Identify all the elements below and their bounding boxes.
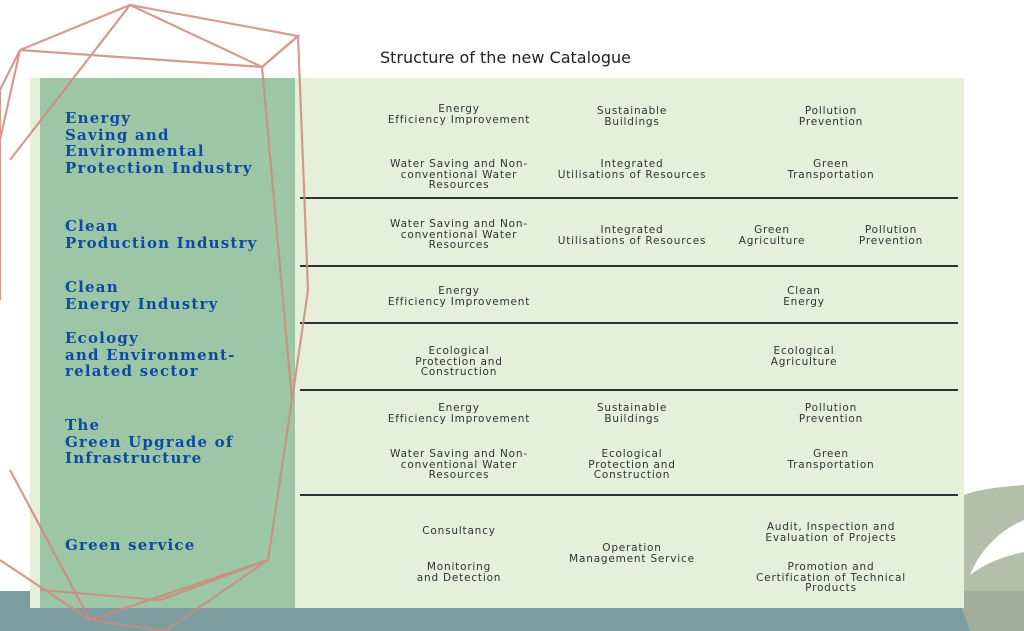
category-item: Integrated Utilisations of Resources bbox=[557, 158, 707, 181]
sector-clean-energy: Clean Energy Industry bbox=[65, 278, 219, 313]
sector-green-upgrade: The Green Upgrade of Infrastructure bbox=[65, 416, 234, 467]
category-item: Green Transportation bbox=[787, 448, 875, 471]
category-item: Ecological Agriculture bbox=[770, 345, 838, 368]
category-item: Clean Energy bbox=[783, 285, 825, 308]
category-item: Green Transportation bbox=[787, 158, 875, 181]
category-item: Ecological Protection and Construction bbox=[415, 345, 503, 379]
sector-ecology: Ecology and Environment- related sector bbox=[65, 329, 236, 380]
category-item: Pollution Prevention bbox=[858, 224, 924, 247]
row-divider bbox=[300, 389, 958, 391]
diagram-title: Structure of the new Catalogue bbox=[380, 48, 631, 67]
row-divider bbox=[300, 494, 958, 496]
category-item: Monitoring and Detection bbox=[416, 561, 502, 584]
category-item: Water Saving and Non- conventional Water… bbox=[390, 448, 528, 482]
category-item: Pollution Prevention bbox=[798, 105, 864, 128]
category-item: Energy Efficiency Improvement bbox=[387, 285, 531, 308]
category-item: Sustainable Buildings bbox=[596, 402, 668, 425]
category-item: Pollution Prevention bbox=[798, 402, 864, 425]
category-item: Water Saving and Non- conventional Water… bbox=[390, 158, 528, 192]
row-divider bbox=[300, 322, 958, 324]
category-item: Operation Management Service bbox=[569, 542, 695, 565]
category-item: Integrated Utilisations of Resources bbox=[557, 224, 707, 247]
category-item: Energy Efficiency Improvement bbox=[387, 402, 531, 425]
category-item: Promotion and Certification of Technical… bbox=[756, 561, 906, 595]
category-item: Water Saving and Non- conventional Water… bbox=[390, 218, 528, 252]
category-item: Consultancy bbox=[422, 525, 496, 537]
category-item: Ecological Protection and Construction bbox=[588, 448, 676, 482]
sector-green-service: Green service bbox=[65, 536, 196, 554]
category-item: Energy Efficiency Improvement bbox=[387, 103, 531, 126]
category-item: Audit, Inspection and Evaluation of Proj… bbox=[765, 521, 897, 544]
sector-energy-saving: Energy Saving and Environmental Protecti… bbox=[65, 109, 253, 177]
row-divider bbox=[300, 197, 958, 199]
row-divider bbox=[300, 265, 958, 267]
category-item: Green Agriculture bbox=[738, 224, 806, 247]
category-item: Sustainable Buildings bbox=[596, 105, 668, 128]
sector-clean-production: Clean Production Industry bbox=[65, 217, 258, 252]
